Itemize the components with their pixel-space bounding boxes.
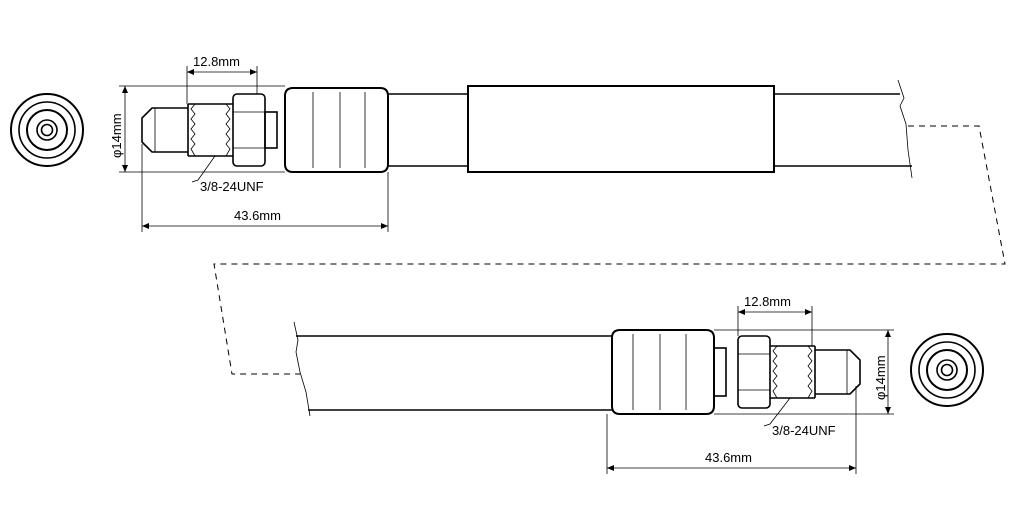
bottom-break-line xyxy=(293,321,311,417)
bottom-threaded-section xyxy=(770,345,816,399)
bottom-hose-line xyxy=(296,335,612,411)
bottom-dimensions xyxy=(606,306,894,474)
top-thread-spec-label: 3/8-24UNF xyxy=(200,179,264,194)
bottom-thread-spec-label: 3/8-24UNF xyxy=(772,423,836,438)
bottom-diameter-label: φ14mm xyxy=(873,355,888,400)
top-threaded-section xyxy=(187,103,233,157)
bottom-crimp-ferrule xyxy=(611,329,715,415)
top-end-view xyxy=(10,93,84,167)
bottom-total-length-label: 43.6mm xyxy=(705,450,752,465)
connector-dashed-path xyxy=(213,125,1006,375)
top-hex-nut xyxy=(232,93,278,167)
top-thread-length-label: 12.8mm xyxy=(193,54,240,69)
bottom-flare-tip xyxy=(815,349,861,395)
top-hose-line xyxy=(388,85,912,173)
top-diameter-label: φ14mm xyxy=(109,113,124,158)
bottom-end-view xyxy=(910,333,984,407)
top-dimensions xyxy=(119,66,389,232)
top-total-length-label: 43.6mm xyxy=(234,208,281,223)
top-crimp-ferrule xyxy=(284,87,389,173)
bottom-thread-length-label: 12.8mm xyxy=(744,294,791,309)
top-flare-tip xyxy=(141,107,188,153)
bottom-hex-nut xyxy=(713,335,771,409)
top-break-line xyxy=(897,79,913,179)
